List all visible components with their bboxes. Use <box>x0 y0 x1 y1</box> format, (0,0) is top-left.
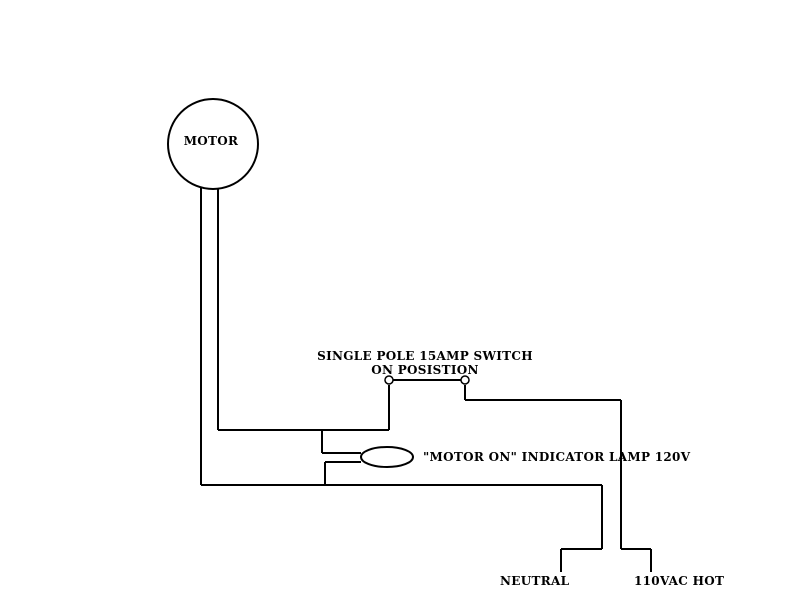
lamp-label: "MOTOR ON" INDICATOR LAMP 120V <box>423 450 691 464</box>
neutral-label: NEUTRAL <box>500 574 570 588</box>
hot-label: 110VAC HOT <box>634 574 724 588</box>
switch-terminal-right <box>460 375 470 385</box>
switch-terminal-left <box>384 375 394 385</box>
switch-label-line1: SINGLE POLE 15AMP SWITCH <box>317 349 533 363</box>
indicator-lamp <box>360 446 414 468</box>
motor-symbol <box>167 98 259 190</box>
motor-label: MOTOR <box>184 134 239 148</box>
switch-label-line2: ON POSISTION <box>371 363 479 377</box>
